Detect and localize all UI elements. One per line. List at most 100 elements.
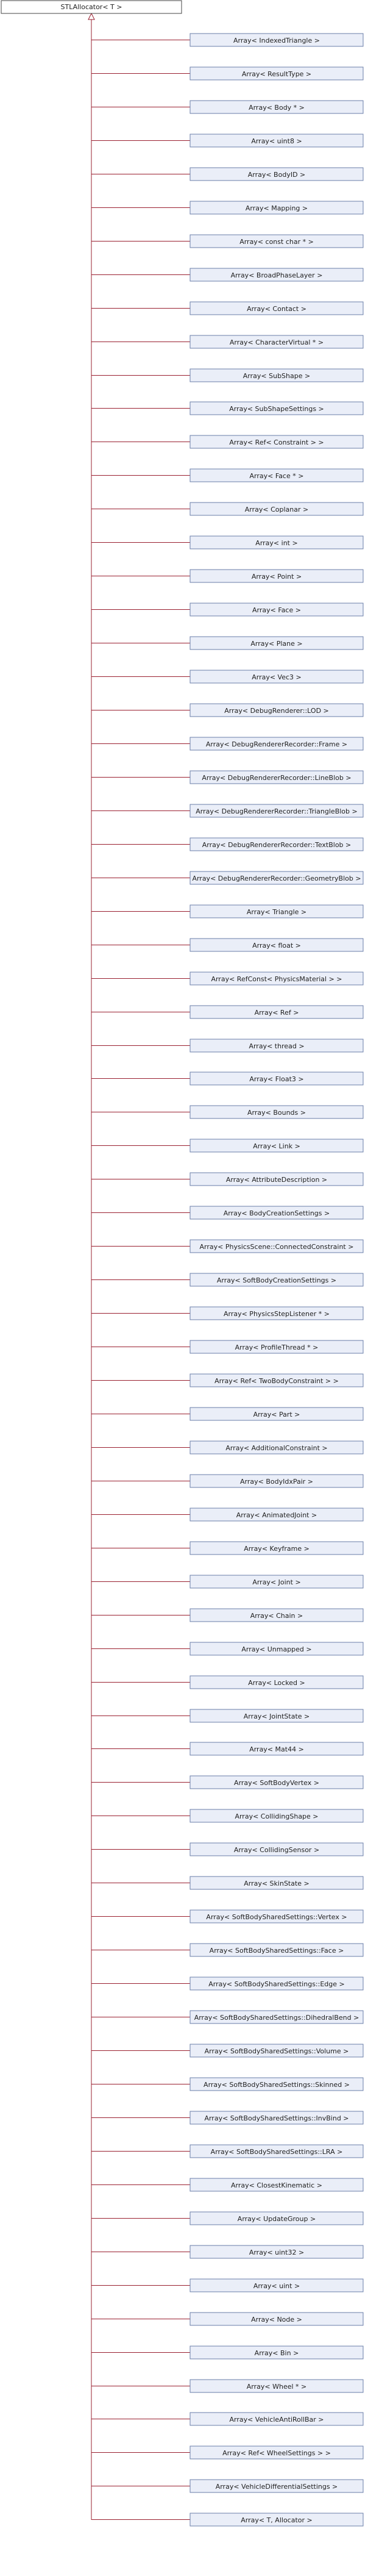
derived-class-box xyxy=(189,1575,364,1589)
derived-class-node[interactable]: Array< Ref< TwoBodyConstraint > > xyxy=(189,1373,364,1387)
derived-class-node[interactable]: Array< Node > xyxy=(189,2312,364,2326)
derived-class-node[interactable]: Array< DebugRenderer::LOD > xyxy=(189,703,364,717)
derived-class-node[interactable]: Array< Triangle > xyxy=(189,904,364,918)
derived-class-node[interactable]: Array< Float3 > xyxy=(189,1072,364,1086)
derived-class-node[interactable]: Array< PhysicsScene::ConnectedConstraint… xyxy=(189,1239,364,1253)
derived-class-node[interactable]: Array< Locked > xyxy=(189,1675,364,1689)
derived-class-box xyxy=(189,603,364,617)
derived-class-node[interactable]: Array< Body * > xyxy=(189,100,364,114)
derived-class-node[interactable]: Array< Ref< Constraint > > xyxy=(189,435,364,449)
derived-class-box xyxy=(189,2010,364,2024)
base-class-node[interactable]: STLAllocator< T > xyxy=(1,0,182,14)
derived-class-node[interactable]: Array< AdditionalConstraint > xyxy=(189,1440,364,1454)
derived-class-box xyxy=(189,368,364,382)
derived-class-box xyxy=(189,2312,364,2326)
derived-class-nodes: Array< IndexedTriangle > Array< ResultTyp… xyxy=(189,33,364,2527)
derived-class-label: Array< AttributeDescription > xyxy=(226,1176,327,1184)
derived-class-node[interactable]: Array< IndexedTriangle > xyxy=(189,33,364,47)
derived-class-node[interactable]: Array< Bin > xyxy=(189,2345,364,2360)
derived-class-node[interactable]: Array< ProfileThread * > xyxy=(189,1340,364,1354)
derived-class-node[interactable]: Array< SoftBodySharedSettings::InvBind > xyxy=(189,2111,364,2125)
derived-class-node[interactable]: Array< SoftBodySharedSettings::LRA > xyxy=(189,2144,364,2158)
derived-class-node[interactable]: Array< BodyID > xyxy=(189,167,364,181)
derived-class-box xyxy=(189,904,364,918)
derived-class-node[interactable]: Array< BodyCreationSettings > xyxy=(189,1206,364,1220)
derived-class-node[interactable]: Array< DebugRendererRecorder::TriangleBl… xyxy=(189,804,364,818)
derived-class-node[interactable]: Array< RefConst< PhysicsMaterial > > xyxy=(189,971,364,986)
derived-class-node[interactable]: Array< SoftBodySharedSettings::Volume > xyxy=(189,2044,364,2058)
derived-class-node[interactable]: Array< BodyIdxPair > xyxy=(189,1474,364,1488)
derived-class-label: Array< SoftBodySharedSettings::Face > xyxy=(210,1947,344,1955)
derived-class-box xyxy=(189,2044,364,2058)
derived-class-node[interactable]: Array< CollidingShape > xyxy=(189,1809,364,1823)
derived-class-node[interactable]: Array< AttributeDescription > xyxy=(189,1172,364,1186)
derived-class-node[interactable]: Array< SoftBodySharedSettings::Face > xyxy=(189,1943,364,1957)
derived-class-label: Array< Body * > xyxy=(249,104,305,112)
derived-class-node[interactable]: Array< Contact > xyxy=(189,301,364,315)
derived-class-node[interactable]: Array< VehicleDifferentialSettings > xyxy=(189,2479,364,2493)
derived-class-node[interactable]: Array< const char * > xyxy=(189,234,364,248)
derived-class-node[interactable]: Array< uint32 > xyxy=(189,2245,364,2259)
derived-class-node[interactable]: Array< SoftBodyCreationSettings > xyxy=(189,1273,364,1287)
derived-class-node[interactable]: Array< Coplanar > xyxy=(189,502,364,516)
derived-class-node[interactable]: Array< ResultType > xyxy=(189,66,364,80)
derived-class-label: Array< SoftBodySharedSettings::DihedralB… xyxy=(194,2014,359,2022)
derived-class-node[interactable]: Array< Unmapped > xyxy=(189,1642,364,1656)
derived-class-node[interactable]: Array< CharacterVirtual * > xyxy=(189,335,364,349)
derived-class-node[interactable]: Array< AnimatedJoint > xyxy=(189,1508,364,1522)
derived-class-node[interactable]: Array< T, Allocator > xyxy=(189,2513,364,2527)
derived-class-node[interactable]: Array< SkinState > xyxy=(189,1876,364,1890)
derived-class-node[interactable]: Array< DebugRendererRecorder::Frame > xyxy=(189,737,364,751)
derived-class-node[interactable]: Array< Link > xyxy=(189,1139,364,1153)
derived-class-node[interactable]: Array< UpdateGroup > xyxy=(189,2211,364,2225)
derived-class-node[interactable]: Array< thread > xyxy=(189,1039,364,1053)
derived-class-label: Array< ProfileThread * > xyxy=(235,1343,319,1351)
derived-class-node[interactable]: Array< Face > xyxy=(189,603,364,617)
derived-class-node[interactable]: Array< PhysicsStepListener * > xyxy=(189,1306,364,1320)
derived-class-node[interactable]: Array< SubShape > xyxy=(189,368,364,382)
derived-class-node[interactable]: Array< Vec3 > xyxy=(189,670,364,684)
derived-class-node[interactable]: Array< Keyframe > xyxy=(189,1541,364,1555)
derived-class-node[interactable]: Array< SoftBodySharedSettings::Skinned > xyxy=(189,2077,364,2091)
derived-class-node[interactable]: Array< SoftBodyVertex > xyxy=(189,1775,364,1789)
derived-class-node[interactable]: Array< float > xyxy=(189,938,364,952)
derived-class-node[interactable]: Array< CollidingSensor > xyxy=(189,1842,364,1856)
derived-class-node[interactable]: Array< Point > xyxy=(189,569,364,583)
derived-class-node[interactable]: Array< DebugRendererRecorder::GeometryBl… xyxy=(189,871,364,885)
derived-class-node[interactable]: Array< int > xyxy=(189,535,364,549)
derived-class-box xyxy=(189,1775,364,1789)
derived-class-node[interactable]: Array< SoftBodySharedSettings::DihedralB… xyxy=(189,2010,364,2024)
derived-class-node[interactable]: Array< Part > xyxy=(189,1407,364,1421)
derived-class-node[interactable]: Array< SoftBodySharedSettings::Vertex > xyxy=(189,1909,364,1923)
derived-class-node[interactable]: Array< Plane > xyxy=(189,636,364,650)
derived-class-node[interactable]: Array< SubShapeSettings > xyxy=(189,401,364,415)
derived-class-box xyxy=(189,2077,364,2091)
derived-class-node[interactable]: Array< Mapping > xyxy=(189,201,364,215)
derived-class-node[interactable]: Array< VehicleAntiRollBar > xyxy=(189,2412,364,2426)
derived-class-node[interactable]: Array< Ref > xyxy=(189,1005,364,1019)
derived-class-node[interactable]: Array< ClosestKinematic > xyxy=(189,2178,364,2192)
derived-class-box xyxy=(189,100,364,114)
derived-class-node[interactable]: Array< BroadPhaseLayer > xyxy=(189,268,364,282)
derived-class-label: Array< thread > xyxy=(249,1042,304,1050)
derived-class-label: Array< DebugRendererRecorder::GeometryBl… xyxy=(192,875,361,882)
derived-class-node[interactable]: Array< Wheel * > xyxy=(189,2379,364,2393)
derived-class-label: Array< SoftBodySharedSettings::Volume > xyxy=(205,2047,349,2055)
derived-class-box xyxy=(189,1005,364,1019)
derived-class-label: Array< SoftBodySharedSettings::Edge > xyxy=(208,1980,344,1988)
derived-class-node[interactable]: Array< SoftBodySharedSettings::Edge > xyxy=(189,1977,364,1991)
derived-class-node[interactable]: Array< DebugRendererRecorder::LineBlob > xyxy=(189,770,364,784)
derived-class-label: Array< SubShape > xyxy=(243,372,310,380)
derived-class-node[interactable]: Array< Ref< WheelSettings > > xyxy=(189,2445,364,2460)
derived-class-node[interactable]: Array< Mat44 > xyxy=(189,1742,364,1756)
derived-class-node[interactable]: Array< uint8 > xyxy=(189,134,364,148)
derived-class-box xyxy=(189,1373,364,1387)
derived-class-node[interactable]: Array< DebugRendererRecorder::TextBlob > xyxy=(189,837,364,851)
derived-class-node[interactable]: Array< Joint > xyxy=(189,1575,364,1589)
derived-class-node[interactable]: Array< JointState > xyxy=(189,1709,364,1723)
derived-class-node[interactable]: Array< Face * > xyxy=(189,468,364,482)
derived-class-box xyxy=(189,2111,364,2125)
derived-class-node[interactable]: Array< Bounds > xyxy=(189,1105,364,1119)
derived-class-node[interactable]: Array< uint > xyxy=(189,2278,364,2292)
derived-class-node[interactable]: Array< Chain > xyxy=(189,1608,364,1622)
